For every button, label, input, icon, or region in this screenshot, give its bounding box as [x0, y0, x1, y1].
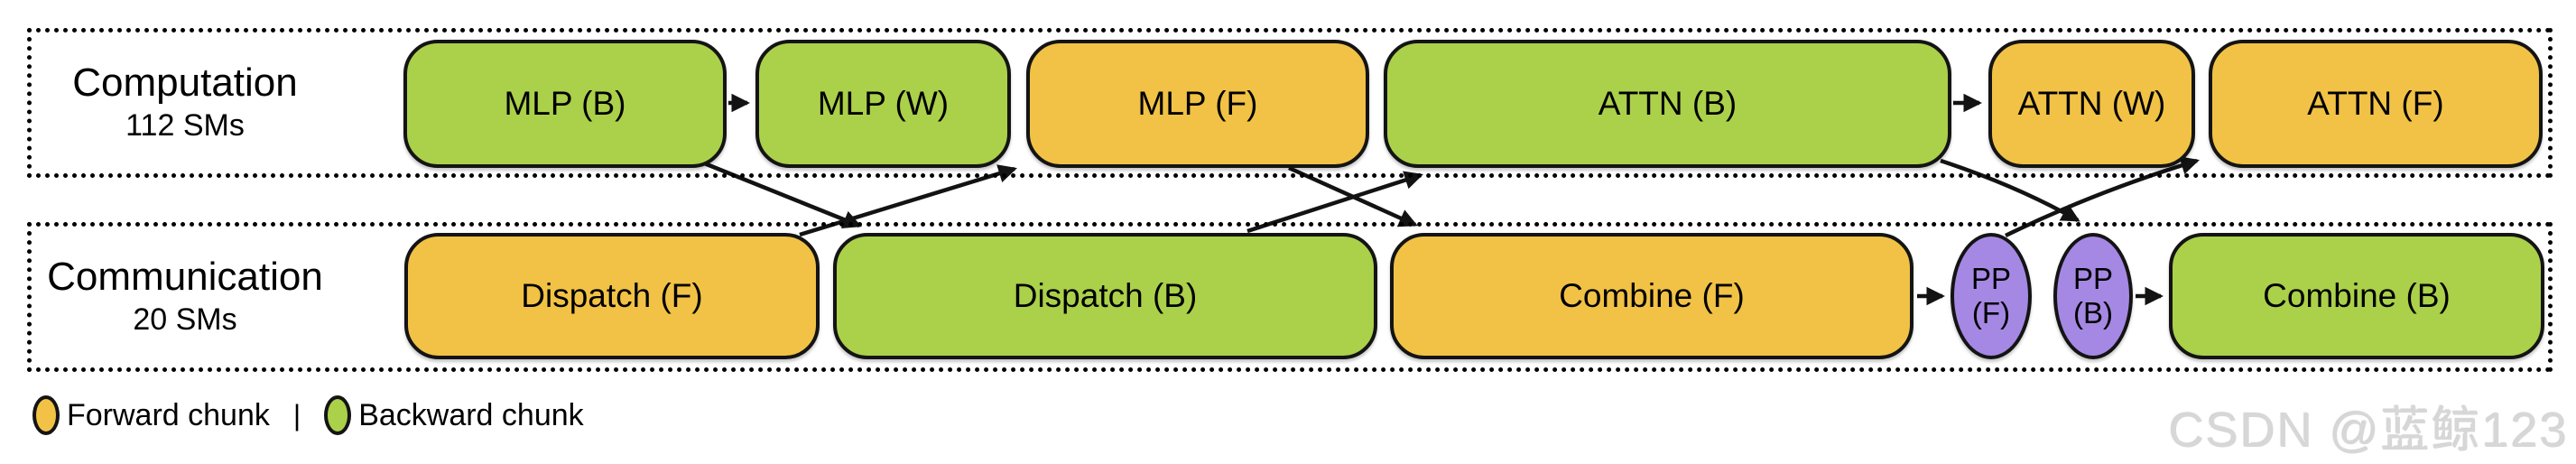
communication-title: Communication [47, 254, 323, 299]
legend-forward-swatch [32, 395, 60, 435]
legend-separator: | [292, 398, 301, 432]
block-mlp-w: MLP (W) [755, 40, 1011, 168]
block-attn-f: ATTN (F) [2209, 40, 2543, 168]
legend: Forward chunk | Backward chunk [32, 390, 584, 441]
block-pp-f: PP (F) [1951, 233, 2032, 359]
block-dispatch-f: Dispatch (F) [404, 233, 820, 359]
block-pp-b: PP (B) [2053, 233, 2133, 359]
block-mlp-f: MLP (F) [1026, 40, 1369, 168]
block-attn-w: ATTN (W) [1988, 40, 2195, 168]
computation-box [27, 28, 2553, 178]
legend-forward-label: Forward chunk [67, 397, 270, 432]
computation-label: Computation 112 SMs [36, 43, 334, 162]
computation-title: Computation [72, 60, 298, 105]
block-attn-b: ATTN (B) [1384, 40, 1951, 168]
legend-backward-swatch [324, 395, 352, 435]
block-mlp-b: MLP (B) [403, 40, 727, 168]
legend-backward-label: Backward chunk [358, 397, 584, 432]
communication-box [27, 222, 2553, 372]
computation-subtitle: 112 SMs [125, 108, 245, 144]
block-dispatch-b: Dispatch (B) [833, 233, 1377, 359]
block-combine-f: Combine (F) [1390, 233, 1913, 359]
watermark: CSDN @蓝鲸123 [2169, 404, 2569, 458]
communication-subtitle: 20 SMs [133, 302, 237, 338]
communication-label: Communication 20 SMs [36, 237, 334, 357]
block-combine-b: Combine (B) [2169, 233, 2544, 359]
